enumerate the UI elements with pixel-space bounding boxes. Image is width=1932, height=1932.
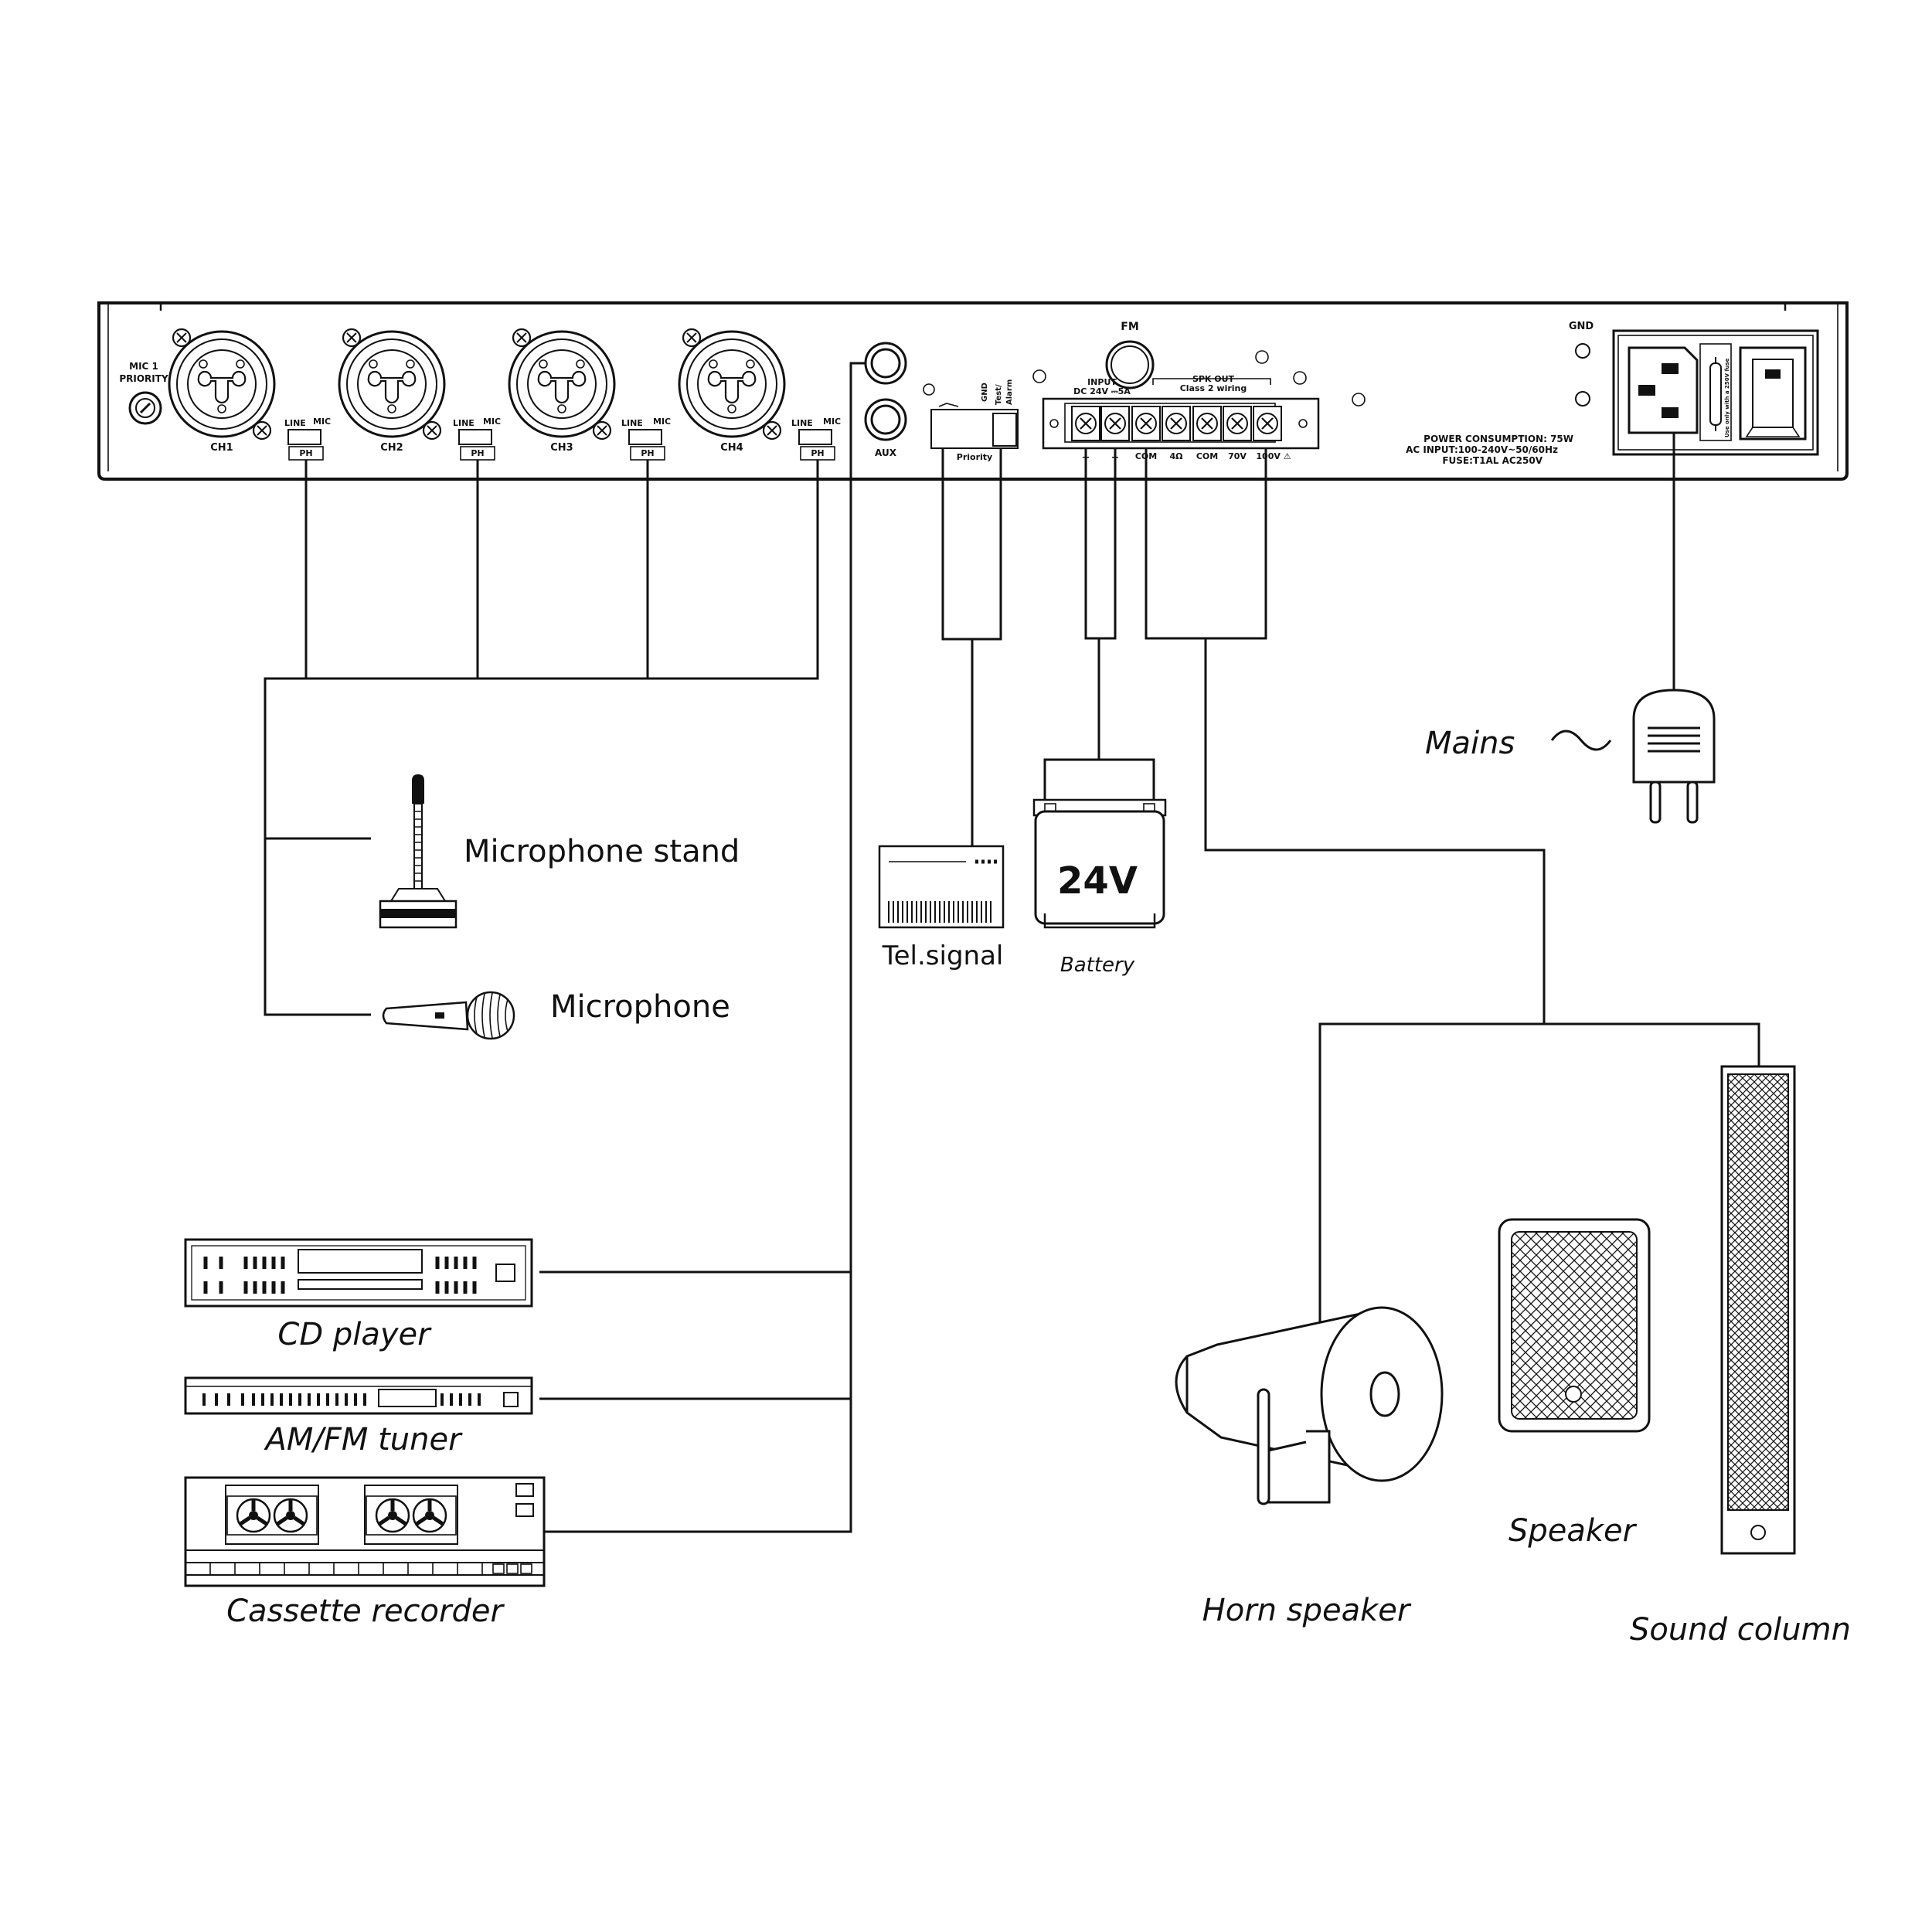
terminal-70v-label: 70V	[1228, 451, 1247, 461]
mains-plug-icon	[1632, 689, 1716, 824]
battery-label: Battery	[1060, 954, 1135, 977]
battery-icon	[1032, 798, 1167, 929]
mic1-priority-label: MIC 1	[129, 361, 158, 372]
mic1-priority-label-2: PRIORITY	[119, 373, 168, 384]
speaker-icon	[1498, 1218, 1651, 1433]
amplifier-rear-panel: MIC 1 PRIORITY CH1 LINE MIC PH CH2	[97, 301, 1849, 481]
speaker-label: Speaker	[1509, 1513, 1638, 1549]
ac-input-spec: AC INPUT:100-240V~50/60Hz	[1406, 444, 1558, 455]
cd-player-label: CD player	[277, 1317, 432, 1352]
switch-ph-label: PH	[641, 448, 654, 458]
priority-test-label: Test/	[995, 384, 1003, 405]
ch4-label: CH4	[720, 442, 743, 454]
fm-antenna-jack[interactable]	[1105, 340, 1155, 389]
fuse-note: Use only with a 250V fuse	[1724, 358, 1730, 437]
horn-speaker-label: Horn speaker	[1202, 1593, 1412, 1628]
gnd-screw[interactable]	[1575, 343, 1590, 359]
cd-player-icon	[184, 1238, 533, 1308]
microphone-stand-icon	[379, 774, 457, 929]
priority-gnd-label: GND	[981, 383, 989, 402]
ac-symbol-icon	[1550, 730, 1612, 751]
line-mic-switch-ch3[interactable]: LINE MIC PH	[621, 417, 671, 461]
mains-label: Mains	[1425, 726, 1515, 761]
fm-label: FM	[1121, 321, 1139, 333]
switch-line-label: LINE	[453, 418, 474, 428]
switch-ph-label: PH	[471, 448, 484, 458]
tuner-label: AM/FM tuner	[263, 1422, 463, 1458]
tel-signal-label: Tel.signal	[882, 940, 1004, 971]
input-spec: DC 24V ⎓5A	[1073, 386, 1131, 396]
ch2-label: CH2	[380, 442, 403, 454]
input-header: INPUT	[1087, 377, 1117, 387]
microphone-label: Microphone	[550, 989, 730, 1025]
switch-line-label: LINE	[621, 418, 643, 428]
sound-column-label: Sound column	[1630, 1612, 1851, 1648]
switch-ph-label: PH	[299, 448, 312, 458]
switch-mic-label: MIC	[823, 417, 841, 427]
horn-speaker-icon	[1175, 1306, 1444, 1505]
line-mic-switch-ch4[interactable]: LINE MIC PH	[791, 417, 841, 461]
power-inlet-module[interactable]	[1612, 329, 1819, 456]
switch-mic-label: MIC	[313, 417, 331, 427]
priority-label: Priority	[957, 452, 992, 462]
terminal-4ohm-label: 4Ω	[1169, 451, 1183, 461]
switch-line-label: LINE	[791, 418, 813, 428]
telephone-signal-icon	[878, 845, 1005, 929]
terminal-block[interactable]	[1042, 397, 1320, 450]
battery-voltage: 24V	[1057, 859, 1138, 903]
sound-column-icon	[1720, 1065, 1796, 1555]
ch3-label: CH3	[550, 442, 573, 454]
terminal-com2-label: COM	[1196, 451, 1218, 461]
aux-label: AUX	[875, 447, 897, 458]
priority-terminal[interactable]	[923, 383, 1019, 449]
priority-alarm-label: Alarm	[1005, 379, 1014, 405]
gnd-label: GND	[1569, 321, 1594, 332]
switch-mic-label: MIC	[483, 417, 501, 427]
class2-label: Class 2 wiring	[1180, 383, 1247, 393]
switch-ph-label: PH	[811, 448, 824, 458]
switch-mic-label: MIC	[653, 417, 671, 427]
cassette-recorder-label: Cassette recorder	[226, 1594, 505, 1629]
microphone-icon	[382, 991, 515, 1040]
terminal-100v-label: 100V ⚠	[1256, 451, 1291, 461]
mic1-priority-knob[interactable]	[128, 391, 162, 425]
fuse-spec: FUSE:T1AL AC250V	[1442, 455, 1543, 466]
switch-line-label: LINE	[284, 418, 306, 428]
line-mic-switch-ch2[interactable]: LINE MIC PH	[453, 417, 501, 461]
microphone-stand-label: Microphone stand	[464, 834, 740, 869]
wiring	[264, 362, 1760, 1533]
power-consumption: POWER CONSUMPTION: 75W	[1423, 434, 1573, 444]
cassette-recorder-icon	[184, 1476, 546, 1587]
spk-out-label: SPK OUT	[1192, 374, 1235, 384]
ch1-label: CH1	[210, 442, 233, 454]
tuner-icon	[184, 1376, 533, 1415]
aux-rca-jacks[interactable]	[864, 342, 907, 441]
